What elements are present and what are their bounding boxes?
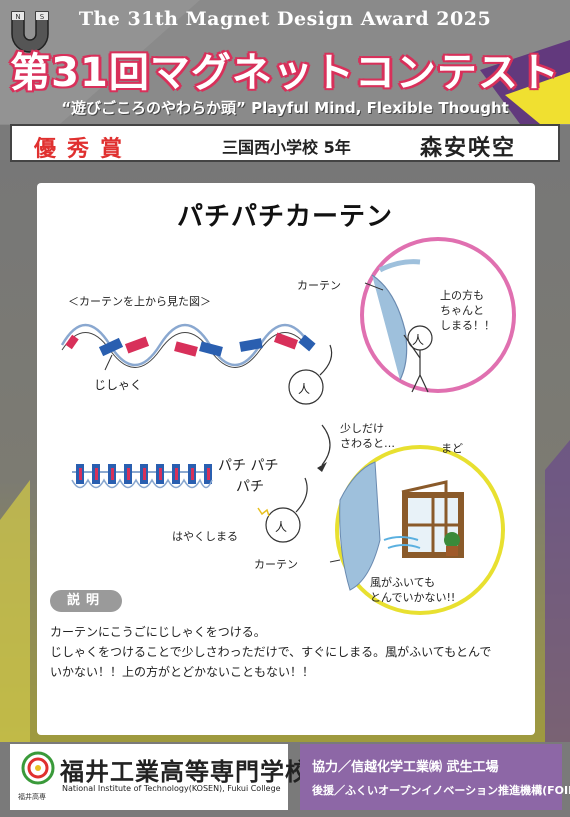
label-wind-line2: とんでいかない!! xyxy=(370,591,456,604)
description-line2: じしゃくをつけることで少しさわっただけで、すぐにしまる。風がふいてもとんで xyxy=(50,645,492,659)
support-text: 後援／ふくいオープンイノベーション推進機構(FOIP) xyxy=(312,784,570,797)
svg-text:N: N xyxy=(15,13,20,21)
label-top-view: ＜カーテンを上から見た図＞ xyxy=(68,295,211,308)
logo-subtitle: 福井高専 xyxy=(18,793,46,801)
footer-sponsor-block xyxy=(300,744,562,810)
kosen-logo-icon xyxy=(21,751,55,785)
description-line1: カーテンにこうごにじしゃくをつける。 xyxy=(50,625,266,639)
footer-school-block xyxy=(10,744,288,810)
school-name-en: National Institute of Technology(KOSEN),… xyxy=(62,784,281,793)
description-label: 説明 xyxy=(50,590,122,612)
work-title: パチパチカーテン xyxy=(176,202,393,232)
label-pachi-line2: パチ xyxy=(236,479,264,495)
label-touch-line1: 少しだけ xyxy=(340,422,384,435)
award-school: 三国西小学校 5年 xyxy=(222,138,351,157)
svg-text:S: S xyxy=(40,13,45,21)
label-window: まど xyxy=(441,442,463,455)
label-curtain-bottom: カーテン xyxy=(254,558,298,571)
person-label-1: 人 xyxy=(298,382,311,396)
award-rank: 優秀賞 xyxy=(34,137,134,162)
contest-title: 第31回マグネットコンテスト xyxy=(10,50,560,96)
bubble-top-line1: 上の方も xyxy=(440,289,484,302)
label-touch-line2: さわると… xyxy=(340,437,395,450)
cooperation-text: 協力／信越化学工業㈱ 武生工場 xyxy=(312,760,499,775)
person-label-2: 人 xyxy=(275,520,288,534)
label-quick-close: はやくしまる xyxy=(172,530,238,543)
contest-theme: “遊びごころのやわらか頭” Playful Mind, Flexible Tho… xyxy=(61,99,509,117)
label-magnet: じしゃく xyxy=(94,378,143,392)
label-pachi-line1: パチ パチ xyxy=(218,458,279,474)
award-english-title: The 31th Magnet Design Award 2025 xyxy=(78,8,492,30)
magnet-icon: N S xyxy=(11,11,49,53)
magnet-pieces-wave xyxy=(65,332,316,357)
school-name-ja: 福井工業高等専門学校 xyxy=(60,758,310,786)
label-curtain-top: カーテン xyxy=(297,279,341,292)
bubble-top-line2: ちゃんと xyxy=(440,304,484,317)
award-bar: 優秀賞 三国西小学校 5年 森安咲空 xyxy=(10,124,560,162)
award-student-name: 森安咲空 xyxy=(420,136,517,161)
person-label-top: 人 xyxy=(412,333,425,347)
label-wind-line1: 風がふいても xyxy=(370,576,436,589)
magnet-pieces-closed xyxy=(71,464,213,489)
description-line3: いかない！！上の方がとどかないこともない！！ xyxy=(50,665,315,679)
bubble-top-line3: しまる！！ xyxy=(440,319,495,332)
